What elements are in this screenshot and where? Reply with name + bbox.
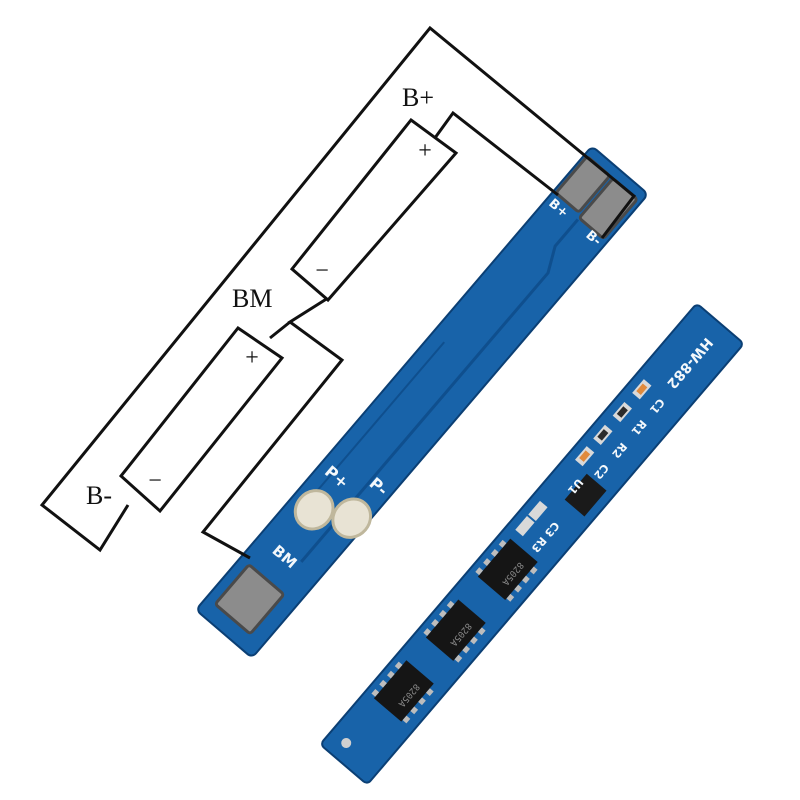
cell-top-plus: + xyxy=(418,138,432,164)
smd-c3 xyxy=(528,500,548,521)
cell-bottom xyxy=(118,325,285,514)
cell-top-minus: − xyxy=(315,258,329,284)
smd-c1-cap xyxy=(636,383,648,395)
pad-bm xyxy=(214,564,285,635)
wiring-diagram xyxy=(39,25,637,560)
smd-r3 xyxy=(515,516,535,537)
pcb-front: BM P+ P- B- B+ xyxy=(197,147,647,657)
pcb-back-body xyxy=(321,304,743,784)
wire-b-minus xyxy=(39,25,637,553)
chip-mosfet-2 xyxy=(425,599,486,661)
smd-c2-cap xyxy=(579,450,591,462)
label-b-minus: B- xyxy=(86,481,112,510)
smd-r1-body xyxy=(616,406,628,418)
cell-top xyxy=(289,117,459,303)
chip-pins xyxy=(371,539,538,724)
pad-p-plus xyxy=(293,489,335,531)
wire-bm xyxy=(200,296,345,560)
smd-r2-body xyxy=(597,429,609,441)
pcb-back: HW-882 C1 R1 R2 C2 U1 C3 R3 8205A 8205A … xyxy=(321,304,743,784)
wire-b-plus xyxy=(430,110,559,197)
pad-p-minus xyxy=(331,497,373,539)
chip-u1 xyxy=(564,473,607,517)
chip-mosfet-1 xyxy=(477,538,538,601)
cell-bottom-minus: − xyxy=(148,468,162,494)
mount-hole xyxy=(341,738,352,749)
label-b-plus: B+ xyxy=(402,83,434,112)
chip-mosfet-3 xyxy=(373,660,434,722)
pcb-trace xyxy=(300,218,580,563)
pcb-trace xyxy=(307,341,445,503)
label-bm: BM xyxy=(232,284,272,313)
cell-bottom-plus: + xyxy=(245,345,259,371)
wire-cell-link xyxy=(269,320,291,340)
